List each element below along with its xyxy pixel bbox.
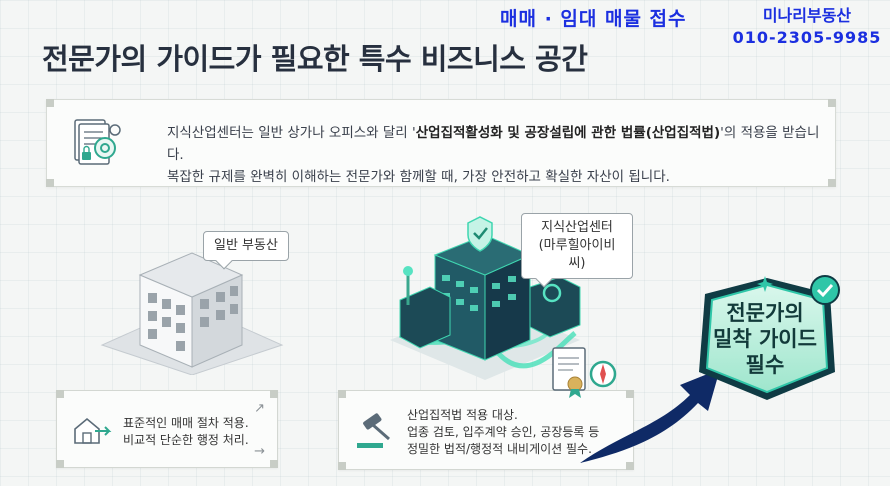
center-line-3: 정밀한 법적/행정적 내비게이션 필수.: [407, 442, 592, 456]
expert-guide-badge: [699, 275, 840, 400]
industry-process-card: 산업집적법 적용 대상. 업종 검토, 입주계약 승인, 공장등록 등 정밀한 …: [338, 390, 634, 470]
card-corner: [46, 99, 54, 107]
card-corner: [46, 179, 54, 187]
center-line-1: 산업집적법 적용 대상.: [407, 408, 518, 422]
info-law-abbr: (산업집적법): [645, 125, 721, 141]
agency-phone: 010-2305-9985: [732, 28, 882, 47]
info-line-1-post: '의 적용을 받습니다.: [167, 125, 820, 163]
badge-line-2: 밀착 가이드: [713, 327, 817, 351]
card-corner: [828, 179, 836, 187]
badge-text: 전문가의 밀착 가이드 필수: [690, 300, 840, 378]
info-line-2: 복잡한 규제를 완벽히 이해하는 전문가와 함께할 때, 가장 안전하고 확실한…: [167, 169, 670, 185]
card-corner: [338, 390, 346, 398]
general-line-2: 비교적 단순한 행정 처리.: [123, 433, 249, 447]
info-law-name: 산업집적활성화 및 공장설립에 관한 법률: [415, 125, 646, 141]
big-arrow-icon: [580, 369, 720, 463]
house-transfer-icon: [74, 417, 112, 444]
diagonal-arrow-icon: ↗: [254, 401, 265, 416]
general-label-text: 일반 부동산: [214, 238, 278, 253]
card-corner: [828, 99, 836, 107]
general-line-1: 표준적인 매매 절차 적용.: [123, 416, 249, 430]
info-line-1-pre: 지식산업센터는 일반 상가나 오피스와 달리 ': [167, 125, 416, 141]
badge-line-1: 전문가의: [726, 301, 804, 325]
badge-line-3: 필수: [745, 353, 785, 377]
gavel-icon: [357, 413, 390, 448]
card-corner: [626, 462, 634, 470]
document-compass-icon: [552, 347, 617, 398]
info-line-1: 지식산업센터는 일반 상가나 오피스와 달리 '산업집적활성화 및 공장설립에 …: [167, 122, 825, 166]
industry-process-text: 산업집적법 적용 대상. 업종 검토, 입주계약 승인, 공장등록 등 정밀한 …: [407, 407, 599, 458]
agency-contact: 미나리부동산 010-2305-9985: [732, 2, 882, 47]
general-building-illustration: [100, 252, 284, 375]
general-process-card: 표준적인 매매 절차 적용. 비교적 단순한 행정 처리. ↗ →: [56, 390, 278, 468]
industry-center-illustration: [390, 216, 581, 380]
right-arrow-icon: →: [254, 444, 265, 459]
card-corner: [626, 390, 634, 398]
listing-banner: 매매 · 임대 매물 접수: [500, 8, 687, 30]
industry-center-label: 지식산업센터 (마루힐아이비씨): [521, 213, 633, 288]
card-corner: [270, 460, 278, 468]
center-label-line-1: 지식산업센터: [541, 220, 613, 235]
agency-name: 미나리부동산: [762, 6, 852, 25]
info-text: 지식산업센터는 일반 상가나 오피스와 달리 '산업집적활성화 및 공장설립에 …: [167, 122, 825, 188]
card-corner: [56, 460, 64, 468]
card-corner: [338, 462, 346, 470]
general-realestate-label: 일반 부동산: [203, 231, 289, 270]
page-title: 전문가의 가이드가 필요한 특수 비즈니스 공간: [42, 42, 588, 76]
general-process-text: 표준적인 매매 절차 적용. 비교적 단순한 행정 처리.: [123, 415, 249, 449]
document-gear-icon: [74, 119, 121, 165]
card-corner: [56, 390, 64, 398]
center-line-2: 업종 검토, 입주계약 승인, 공장등록 등: [407, 425, 600, 439]
info-card: 지식산업센터는 일반 상가나 오피스와 달리 '산업집적활성화 및 공장설립에 …: [46, 99, 836, 187]
center-label-line-2: (마루힐아이비씨): [538, 238, 616, 271]
card-corner: [270, 390, 278, 398]
